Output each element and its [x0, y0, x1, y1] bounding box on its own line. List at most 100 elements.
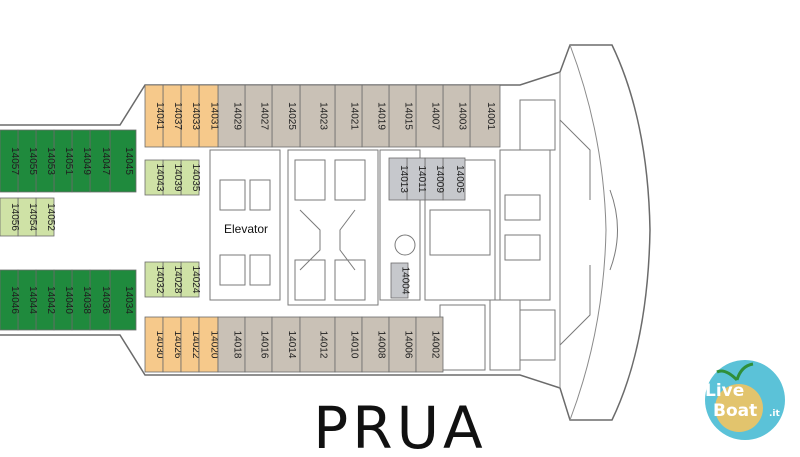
cabin-number: 14023 — [318, 102, 329, 130]
cabin-14006: 14006 — [388, 316, 417, 373]
cabin-14057: 14057 — [0, 129, 20, 193]
cabin-14022: 14022 — [180, 316, 201, 373]
cabin-14003: 14003 — [442, 84, 471, 148]
cabin-number: 14054 — [27, 203, 38, 231]
cabin-number: 14052 — [45, 203, 56, 231]
cabin-14037: 14037 — [162, 84, 183, 148]
cabin-14015: 14015 — [388, 84, 417, 148]
cabin-number: 14016 — [259, 331, 270, 359]
cabin-14024: 14024 — [180, 261, 201, 298]
cabin-number: 14014 — [286, 331, 297, 359]
cabin-block — [109, 269, 137, 331]
cabin-14055: 14055 — [17, 129, 38, 193]
cabin-number: 14010 — [349, 331, 360, 359]
cabin-14044: 14044 — [17, 269, 38, 331]
cabin-number: 14035 — [190, 164, 201, 192]
cabin-14012: 14012 — [299, 316, 336, 373]
cabin-14054: 14054 — [17, 197, 38, 237]
cabin-14033: 14033 — [180, 84, 201, 148]
cabin-number: 14041 — [154, 102, 165, 130]
cabin-number: 14018 — [232, 331, 243, 359]
cabin-block — [217, 316, 246, 373]
cabin-block — [361, 84, 390, 148]
cabin-number: 14009 — [434, 165, 445, 193]
cabin-number: 14008 — [376, 331, 387, 359]
cabin-14030: 14030 — [144, 316, 165, 373]
cabin-14027: 14027 — [244, 84, 273, 148]
cabin-block — [415, 316, 444, 373]
cabin-14053: 14053 — [35, 129, 56, 193]
cabin-block — [144, 159, 164, 196]
palm-tree-icon — [716, 362, 754, 382]
cabin-14039: 14039 — [162, 159, 183, 196]
cabin-14009: 14009 — [424, 157, 445, 201]
cabin-block — [299, 84, 336, 148]
cabin-number: 14002 — [430, 331, 441, 359]
cabin-14028: 14028 — [162, 261, 183, 298]
cabin-14041: 14041 — [144, 84, 165, 148]
cabin-number: 14022 — [190, 331, 201, 359]
cabin-number: 14012 — [318, 331, 329, 359]
cabin-14056: 14056 — [0, 197, 20, 237]
cabin-number: 14027 — [259, 102, 270, 130]
cabin-block — [469, 84, 501, 148]
cabin-number: 14015 — [403, 102, 414, 130]
liveboat-logo: Live Boat .it — [705, 360, 785, 440]
cabin-14026: 14026 — [162, 316, 183, 373]
cabin-block — [361, 316, 390, 373]
cabin-14004: 14004 — [390, 262, 411, 299]
cabin-number: 14011 — [416, 165, 427, 193]
cabin-number: 14042 — [45, 286, 56, 314]
elevator-label: Elevator — [224, 222, 268, 236]
cabin-14045: 14045 — [109, 129, 137, 193]
cabin-number: 14019 — [376, 102, 387, 130]
logo-line2: Boat — [713, 401, 757, 421]
cabin-14038: 14038 — [71, 269, 92, 331]
cabin-number: 14056 — [9, 203, 20, 231]
central-structure — [209, 99, 618, 371]
cabin-number: 14013 — [398, 165, 409, 193]
cabin-number: 14039 — [172, 164, 183, 192]
cabin-14023: 14023 — [299, 84, 336, 148]
logo-line1: Live — [705, 381, 744, 401]
cabin-number: 14001 — [485, 102, 496, 130]
cabin-block — [442, 84, 471, 148]
cabin-number: 14003 — [457, 102, 468, 130]
cabin-number: 14034 — [123, 286, 134, 314]
cabin-block — [271, 84, 301, 148]
cabin-14042: 14042 — [35, 269, 56, 331]
bow-inner-outline — [559, 44, 607, 421]
cabin-number: 14044 — [27, 286, 38, 314]
cabin-number: 14053 — [45, 147, 56, 175]
cabin-block — [415, 84, 444, 148]
cabin-14018: 14018 — [217, 316, 246, 373]
cabin-number: 14024 — [190, 266, 201, 294]
cabin-14016: 14016 — [244, 316, 273, 373]
cabin-number: 14029 — [232, 102, 243, 130]
cabin-14049: 14049 — [71, 129, 92, 193]
cabin-14019: 14019 — [361, 84, 390, 148]
cabin-14046: 14046 — [0, 269, 20, 331]
cabin-block — [0, 197, 19, 237]
cabin-number: 14032 — [154, 266, 165, 294]
cabin-number: 14040 — [63, 286, 74, 314]
deck-title: PRUA — [313, 394, 486, 457]
cabin-block — [388, 316, 417, 373]
logo-island — [715, 384, 763, 432]
cabin-14035: 14035 — [180, 159, 201, 196]
cabin-14002: 14002 — [415, 316, 444, 373]
cabin-block — [0, 269, 19, 331]
cabin-number: 14049 — [81, 147, 92, 175]
cabin-block — [244, 316, 273, 373]
cabin-number: 14020 — [209, 331, 220, 359]
cabin-14013: 14013 — [388, 157, 409, 201]
cabin-number: 14047 — [100, 147, 111, 175]
cabin-14052: 14052 — [35, 197, 56, 237]
cabin-number: 14026 — [172, 331, 183, 359]
cabin-block — [334, 84, 363, 148]
cabin-14025: 14025 — [271, 84, 301, 148]
cabin-14010: 14010 — [334, 316, 363, 373]
cabin-number: 14005 — [454, 165, 465, 193]
cabin-block — [271, 316, 301, 373]
